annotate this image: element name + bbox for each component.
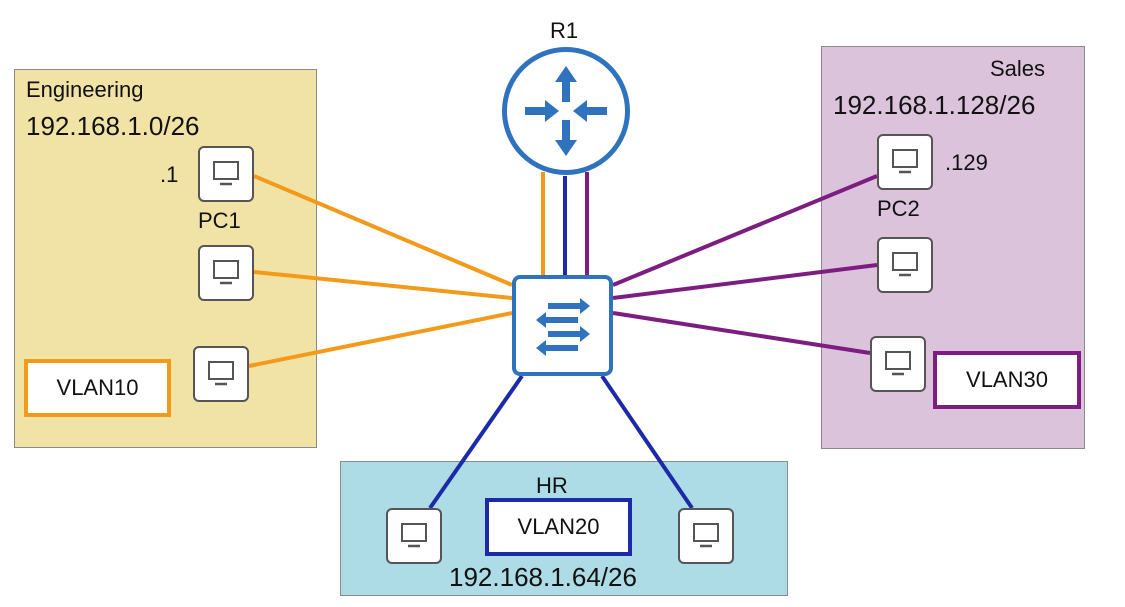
link-eng-pc3 (248, 311, 513, 368)
vlan30-label: VLAN30 (933, 351, 1081, 409)
switch-arrows-icon (535, 297, 590, 356)
engineering-subnet: 192.168.1.0/26 (26, 111, 200, 141)
hr-subnet: 192.168.1.64/26 (449, 562, 637, 592)
engineering-title: Engineering (26, 77, 144, 102)
hr-pc-right[interactable] (678, 508, 734, 564)
pc1-label: PC1 (198, 208, 241, 233)
pc1-host-address: .1 (160, 162, 179, 187)
link-eng-pc1 (253, 174, 513, 287)
sales-title: Sales (990, 56, 1046, 81)
pc2-host-address: .129 (945, 150, 988, 175)
switch[interactable] (512, 275, 613, 376)
pc1[interactable] (198, 146, 254, 202)
sales-pc-2[interactable] (877, 237, 933, 293)
link-hr-pc-right (600, 374, 694, 510)
monitor-icon (208, 361, 234, 386)
monitor-icon (892, 252, 918, 277)
hr-pc-left[interactable] (386, 508, 442, 564)
pc2[interactable] (877, 134, 933, 190)
engineering-pc-2[interactable] (198, 245, 254, 301)
monitor-icon (213, 161, 239, 186)
monitor-icon (885, 351, 911, 376)
router-label: R1 (550, 18, 579, 43)
monitor-icon (693, 523, 719, 548)
vlan20-label: VLAN20 (485, 498, 632, 556)
link-sales-pc2 (612, 174, 878, 287)
link-sales-pc-mid (612, 263, 878, 300)
monitor-icon (892, 149, 918, 174)
monitor-icon (213, 260, 239, 285)
sales-subnet: 192.168.1.128/26 (833, 90, 1036, 120)
engineering-pc-3[interactable] (193, 346, 249, 402)
monitor-icon (401, 523, 427, 548)
sales-pc-3[interactable] (870, 336, 926, 392)
link-hr-pc-left (428, 374, 524, 510)
pc2-label: PC2 (877, 196, 920, 221)
router-r1[interactable] (502, 47, 630, 175)
hr-title: HR (536, 473, 568, 498)
link-eng-pc2 (253, 270, 513, 300)
link-sales-pc-low (612, 311, 871, 355)
router-arrows-icon (525, 66, 607, 156)
vlan10-label: VLAN10 (24, 359, 171, 417)
